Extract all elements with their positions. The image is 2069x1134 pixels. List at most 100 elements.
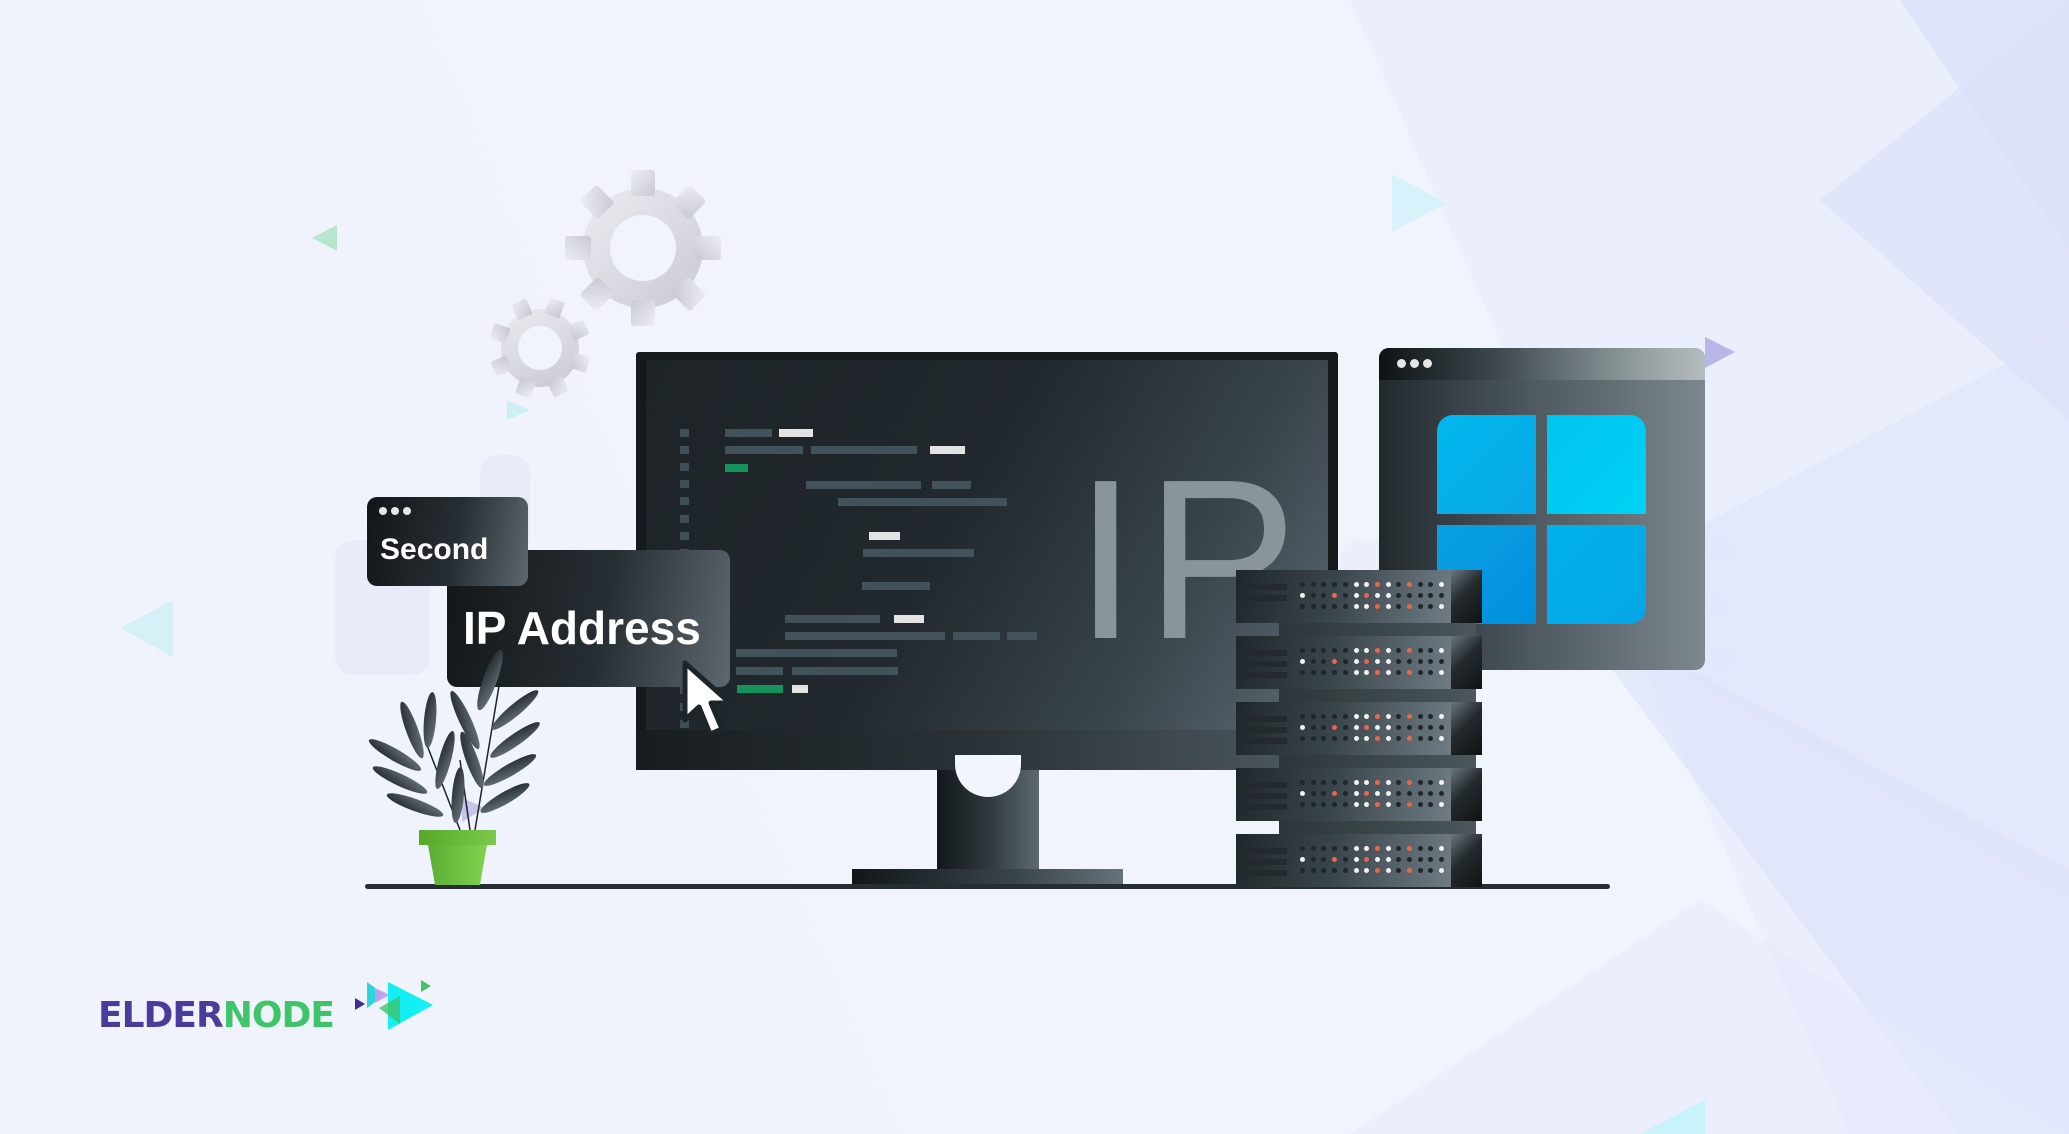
- status-led: [1374, 780, 1380, 785]
- server-spacer: [1279, 755, 1476, 768]
- status-led: [1310, 670, 1316, 675]
- status-led: [1364, 714, 1370, 719]
- status-led: [1385, 736, 1391, 741]
- status-led: [1374, 582, 1380, 587]
- code-line: [725, 446, 803, 454]
- status-led: [1310, 604, 1316, 609]
- status-led: [1300, 791, 1305, 796]
- status-led: [1396, 736, 1402, 741]
- status-led: [1353, 802, 1359, 807]
- status-led: [1332, 670, 1338, 675]
- code-line: [725, 429, 772, 437]
- status-led: [1321, 846, 1327, 851]
- status-led: [1374, 593, 1380, 598]
- code-line: [894, 615, 924, 623]
- status-led: [1396, 670, 1402, 675]
- line-number-marker: [680, 531, 689, 540]
- status-led: [1374, 604, 1380, 609]
- status-led: [1321, 725, 1327, 730]
- status-led: [1310, 780, 1316, 785]
- windows-logo-icon: [1437, 415, 1647, 625]
- status-led: [1300, 670, 1305, 675]
- status-led: [1353, 582, 1359, 587]
- status-led: [1396, 802, 1402, 807]
- server-unit: [1236, 636, 1482, 689]
- status-led: [1439, 857, 1445, 862]
- status-led: [1300, 725, 1305, 730]
- second-label: Second: [380, 533, 489, 566]
- status-led: [1417, 593, 1423, 598]
- monitor: IP: [636, 352, 1338, 770]
- ip-address-label: IP Address: [463, 602, 701, 654]
- code-line: [811, 446, 917, 454]
- status-led: [1342, 670, 1348, 675]
- status-led: [1396, 780, 1402, 785]
- status-led: [1417, 648, 1423, 653]
- status-led: [1428, 725, 1434, 730]
- status-led: [1439, 659, 1445, 664]
- drive-slot: [1245, 661, 1287, 667]
- status-led: [1342, 582, 1348, 587]
- watermark-shape: [1705, 650, 1735, 668]
- status-led: [1342, 659, 1348, 664]
- code-line: [863, 549, 974, 557]
- status-led: [1342, 725, 1348, 730]
- drive-slot: [1245, 672, 1287, 678]
- line-number-marker: [680, 514, 689, 523]
- plant-pot-rim: [419, 830, 496, 845]
- status-led: [1364, 659, 1370, 664]
- status-led: [1364, 670, 1370, 675]
- status-led: [1428, 604, 1434, 609]
- status-led: [1396, 714, 1402, 719]
- status-led: [1439, 714, 1445, 719]
- logo-text-elder: elder: [98, 980, 224, 1040]
- status-led: [1407, 659, 1412, 664]
- status-led: [1407, 670, 1412, 675]
- triangle-icon: [312, 225, 337, 251]
- server-unit: [1236, 768, 1482, 821]
- status-led: [1310, 659, 1316, 664]
- status-led: [1332, 604, 1338, 609]
- gear-icon-large: [565, 170, 721, 326]
- status-led: [1439, 802, 1445, 807]
- line-number-marker: [680, 429, 689, 437]
- code-line: [779, 429, 813, 437]
- status-led: [1353, 604, 1359, 609]
- potted-plant-leaves: [368, 649, 540, 831]
- status-led: [1353, 593, 1359, 598]
- status-led: [1342, 791, 1348, 796]
- code-line: [792, 667, 898, 675]
- status-led: [1385, 582, 1391, 587]
- status-led: [1321, 802, 1327, 807]
- status-led: [1396, 725, 1402, 730]
- status-led: [1332, 593, 1338, 598]
- status-led: [1353, 791, 1359, 796]
- status-led: [1385, 868, 1391, 873]
- code-line: [736, 667, 783, 675]
- status-led: [1439, 791, 1445, 796]
- drive-slot: [1245, 859, 1287, 865]
- logo-wordmark: eldernode: [98, 980, 335, 1040]
- status-led: [1300, 593, 1305, 598]
- status-led: [1374, 648, 1380, 653]
- status-led: [1332, 582, 1338, 587]
- status-led: [1332, 725, 1338, 730]
- status-led: [1364, 846, 1370, 851]
- status-led: [1439, 780, 1445, 785]
- status-led: [1396, 593, 1402, 598]
- monitor-screen: IP: [646, 360, 1328, 730]
- status-led: [1300, 868, 1305, 873]
- logo-text-node: node: [222, 980, 335, 1040]
- status-led: [1321, 780, 1327, 785]
- status-led: [1417, 659, 1423, 664]
- status-led: [1407, 736, 1412, 741]
- status-led: [1353, 868, 1359, 873]
- code-line: [725, 464, 748, 472]
- status-led: [1374, 802, 1380, 807]
- code-line: [862, 582, 930, 590]
- status-led: [1374, 791, 1380, 796]
- status-led: [1417, 791, 1423, 796]
- status-led: [1310, 714, 1316, 719]
- code-line: [806, 481, 921, 489]
- status-led: [1396, 582, 1402, 587]
